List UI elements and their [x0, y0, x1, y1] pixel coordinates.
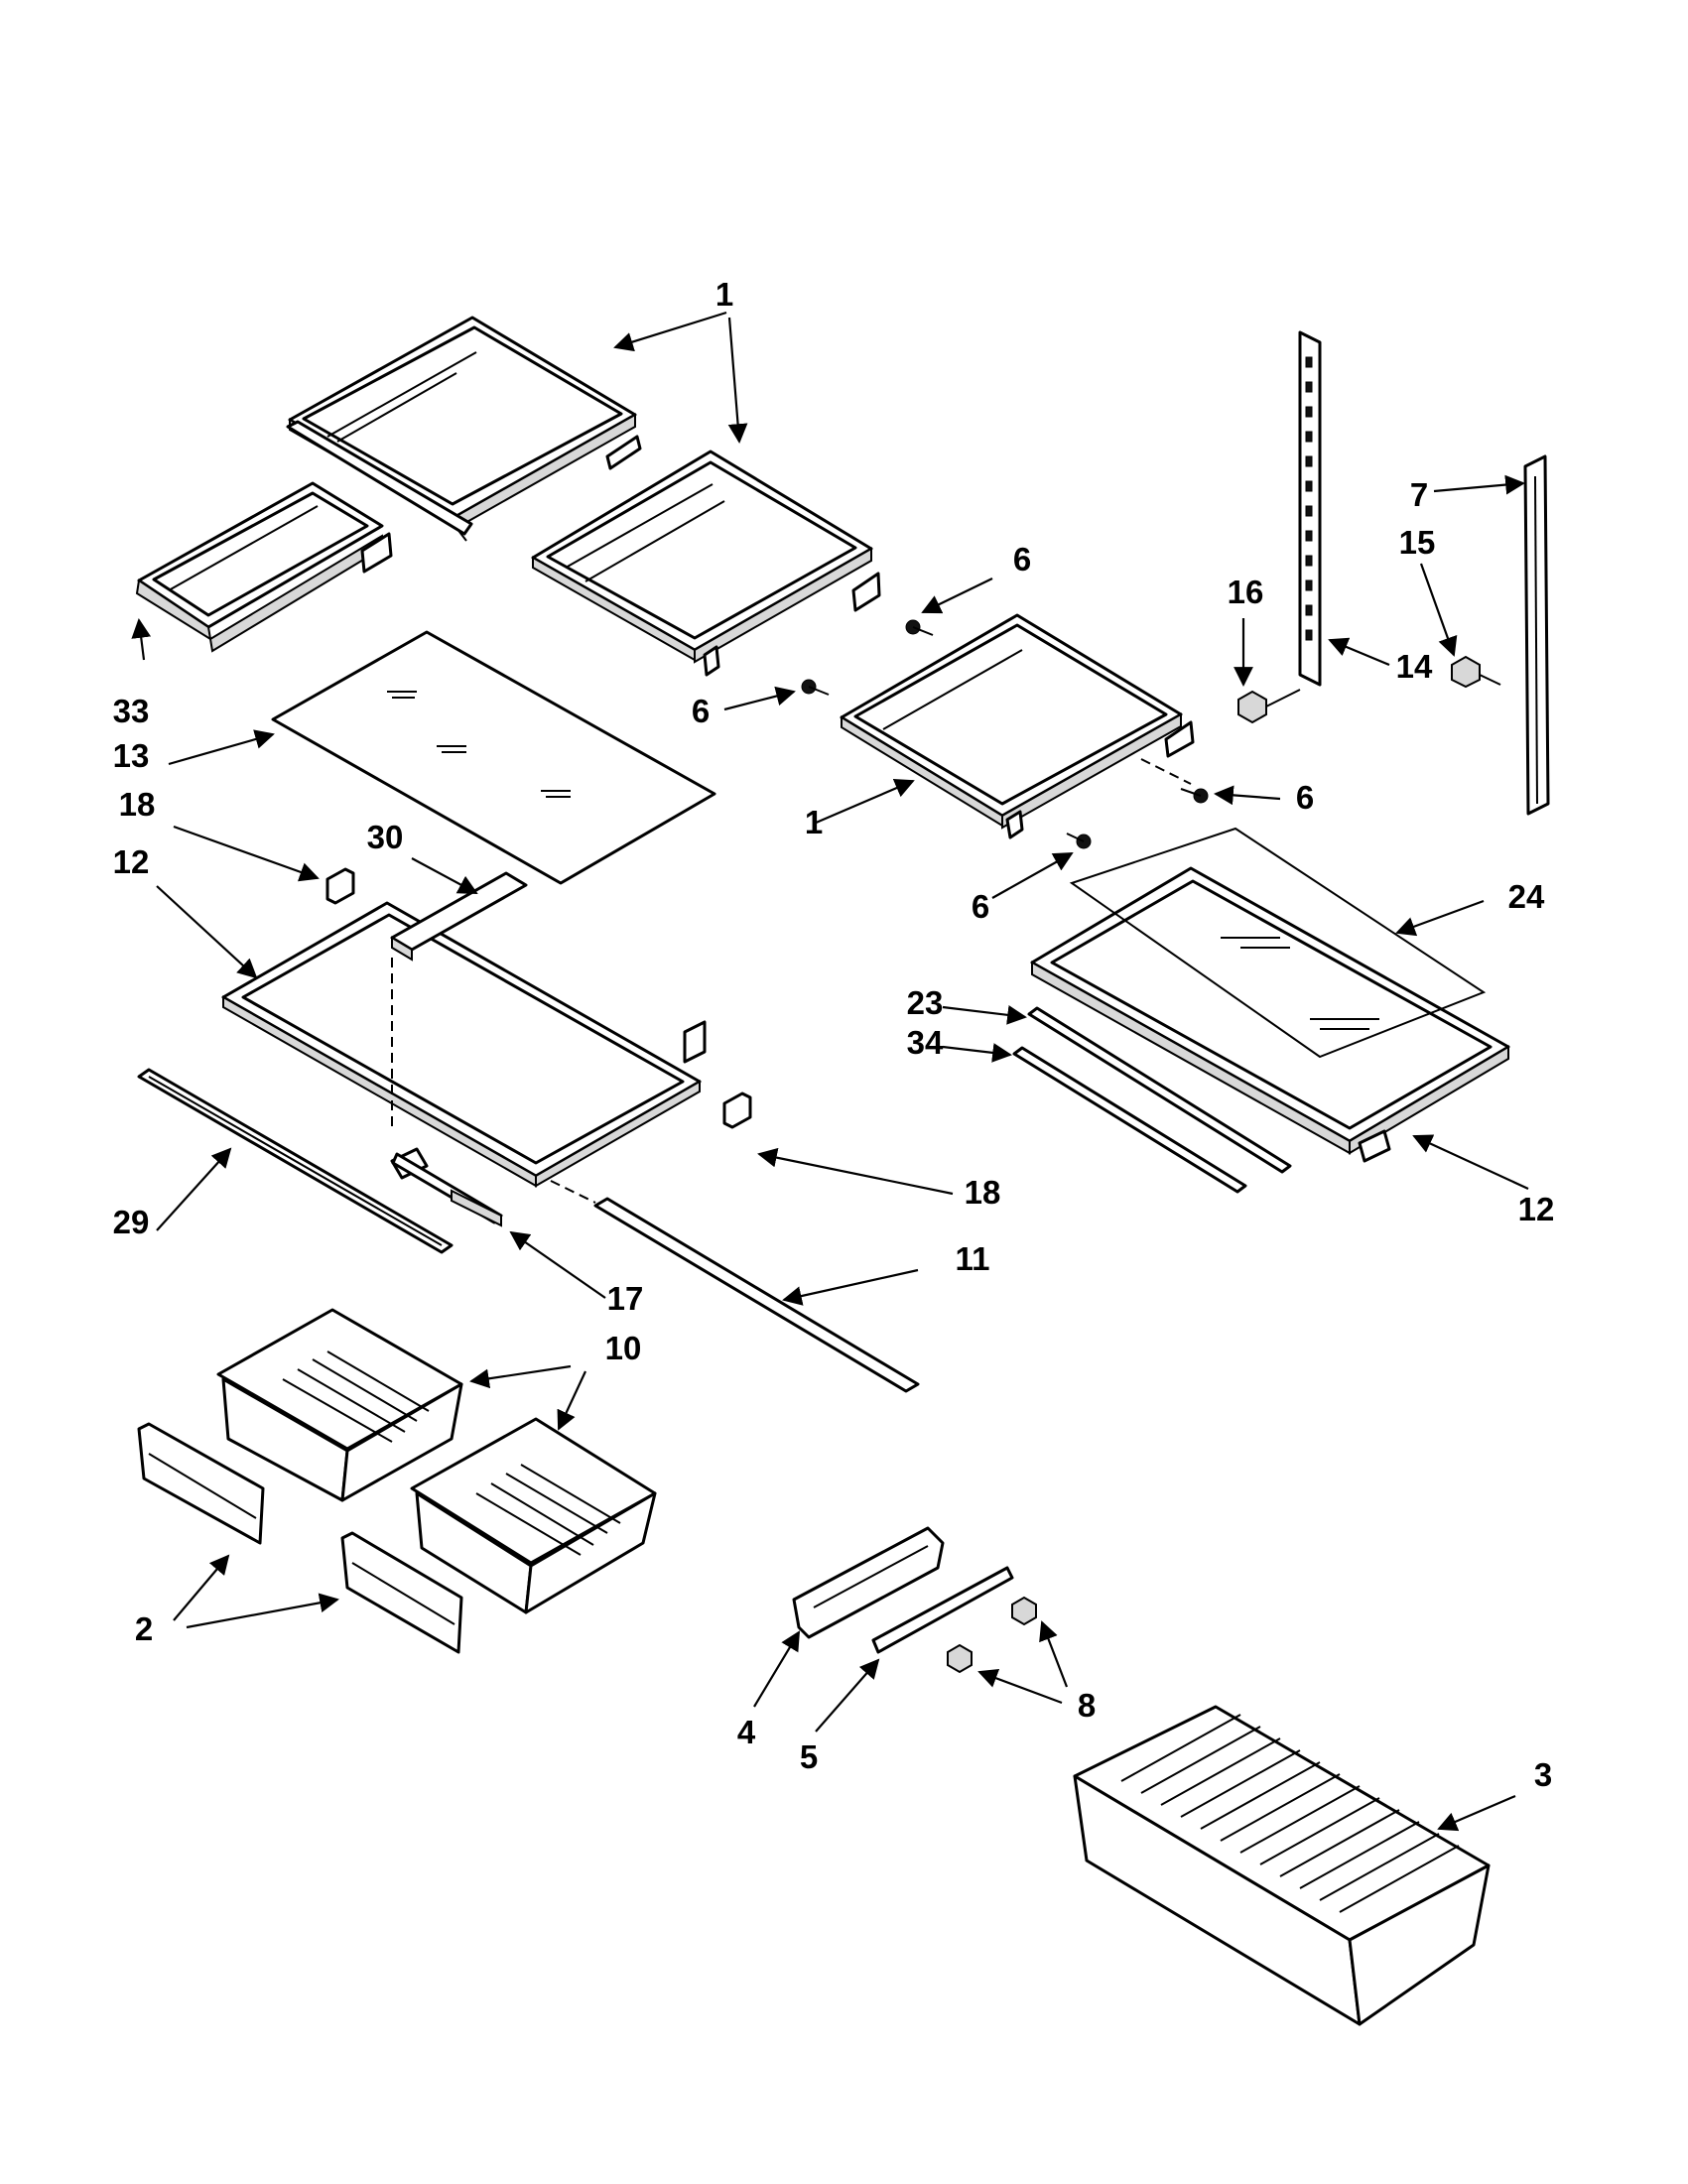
- callout-1b: 1: [805, 804, 823, 840]
- trim-part-34: [1012, 1046, 1247, 1194]
- drawer-front-part-2-right: [340, 1531, 463, 1654]
- shelf-part-1-upper-middle: [531, 450, 881, 677]
- rail-part-4: [792, 1526, 945, 1639]
- callout-18a: 18: [119, 786, 156, 823]
- callout-4: 4: [737, 1714, 756, 1750]
- shelf-part-1-center: [840, 613, 1195, 839]
- rail-part-7: [1523, 454, 1550, 816]
- callout-1a: 1: [715, 276, 733, 313]
- clip-part-18-left: [325, 867, 355, 905]
- callout-12b: 12: [1518, 1191, 1555, 1227]
- callout-18b: 18: [965, 1174, 1001, 1211]
- callout-5: 5: [800, 1738, 818, 1775]
- callout-33: 33: [113, 693, 150, 729]
- drawer-part-10-left: [216, 1308, 463, 1502]
- callout-6c: 6: [1296, 779, 1314, 816]
- callout-6d: 6: [972, 888, 989, 925]
- callout-6a: 6: [1013, 541, 1031, 578]
- callout-labels: 1 1 2 3 4 5 6 6 6 6 7 8 10 11 12 12 13 1…: [113, 276, 1555, 1793]
- frame-part-12-right: [1030, 866, 1510, 1163]
- callout-24: 24: [1508, 878, 1545, 915]
- drawer-front-part-2-left: [137, 1422, 265, 1545]
- callout-23: 23: [907, 984, 944, 1021]
- callout-6b: 6: [692, 693, 710, 729]
- shelf-part-33: [135, 481, 393, 653]
- callout-10: 10: [605, 1330, 642, 1366]
- trim-part-29: [137, 1068, 454, 1254]
- trim-part-11: [550, 1180, 920, 1393]
- clip-part-18-right: [722, 1092, 752, 1129]
- rail-part-14: [1298, 330, 1322, 687]
- glass-shelf-part-13: [271, 630, 716, 885]
- glass-shelf-part-24: [1069, 827, 1487, 1059]
- leader-lines: [131, 311, 1529, 1832]
- callout-12a: 12: [113, 843, 150, 880]
- callout-2: 2: [135, 1610, 153, 1647]
- drawer-part-3: [1073, 1705, 1491, 2026]
- slide-part-30: [390, 871, 528, 1131]
- callout-29: 29: [113, 1204, 150, 1240]
- callout-13: 13: [113, 737, 150, 774]
- frame-part-12-left: [221, 901, 707, 1188]
- screws-part-8: [947, 1596, 1037, 1674]
- rail-part-5: [871, 1566, 1014, 1654]
- callout-11: 11: [956, 1240, 990, 1277]
- trim-part-23: [1027, 1006, 1292, 1174]
- callout-15: 15: [1399, 524, 1436, 561]
- screw-part-15: [1451, 655, 1501, 689]
- callout-3: 3: [1534, 1756, 1552, 1793]
- callout-34: 34: [907, 1024, 944, 1061]
- screws-part-6: [801, 619, 1209, 849]
- shelf-part-1-upper-left: [286, 316, 642, 542]
- callout-17: 17: [607, 1280, 644, 1317]
- callout-16: 16: [1228, 574, 1264, 610]
- callout-14: 14: [1396, 648, 1433, 685]
- drawer-part-10-right: [410, 1417, 657, 1614]
- callout-30: 30: [367, 819, 404, 855]
- callout-7: 7: [1410, 476, 1428, 513]
- callout-8: 8: [1078, 1687, 1096, 1724]
- slide-part-17: [391, 1152, 503, 1227]
- screw-part-16: [1237, 689, 1301, 724]
